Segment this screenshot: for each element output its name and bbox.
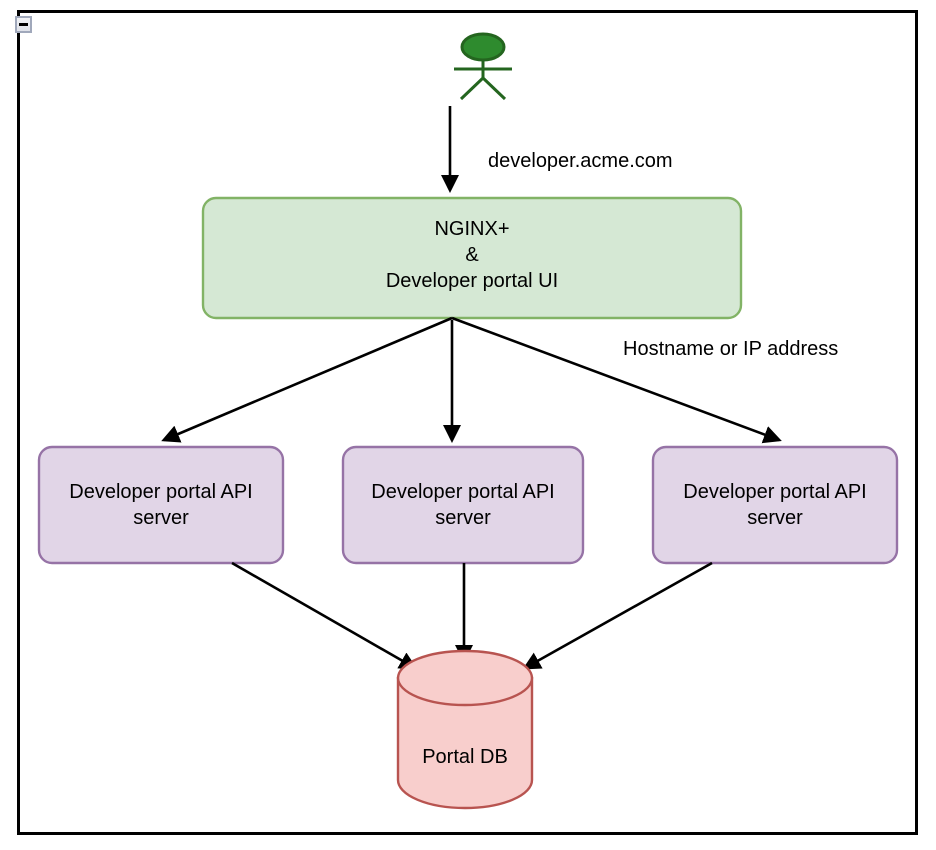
minus-icon	[19, 23, 28, 26]
collapse-toggle-button[interactable]	[15, 16, 32, 33]
user-actor-icon	[454, 32, 512, 101]
diagram-frame	[17, 10, 918, 835]
node-portal-db[interactable]	[396, 649, 534, 810]
node-api-server-3[interactable]	[651, 445, 899, 565]
edge-api3-to-db	[522, 561, 713, 670]
node-nginx-portal-ui[interactable]	[201, 196, 743, 320]
edge-api1-to-db	[231, 561, 418, 670]
edge-nginx-to-api3	[451, 316, 782, 444]
node-api-server-1[interactable]	[37, 445, 285, 565]
edge-nginx-to-api1	[161, 316, 453, 443]
